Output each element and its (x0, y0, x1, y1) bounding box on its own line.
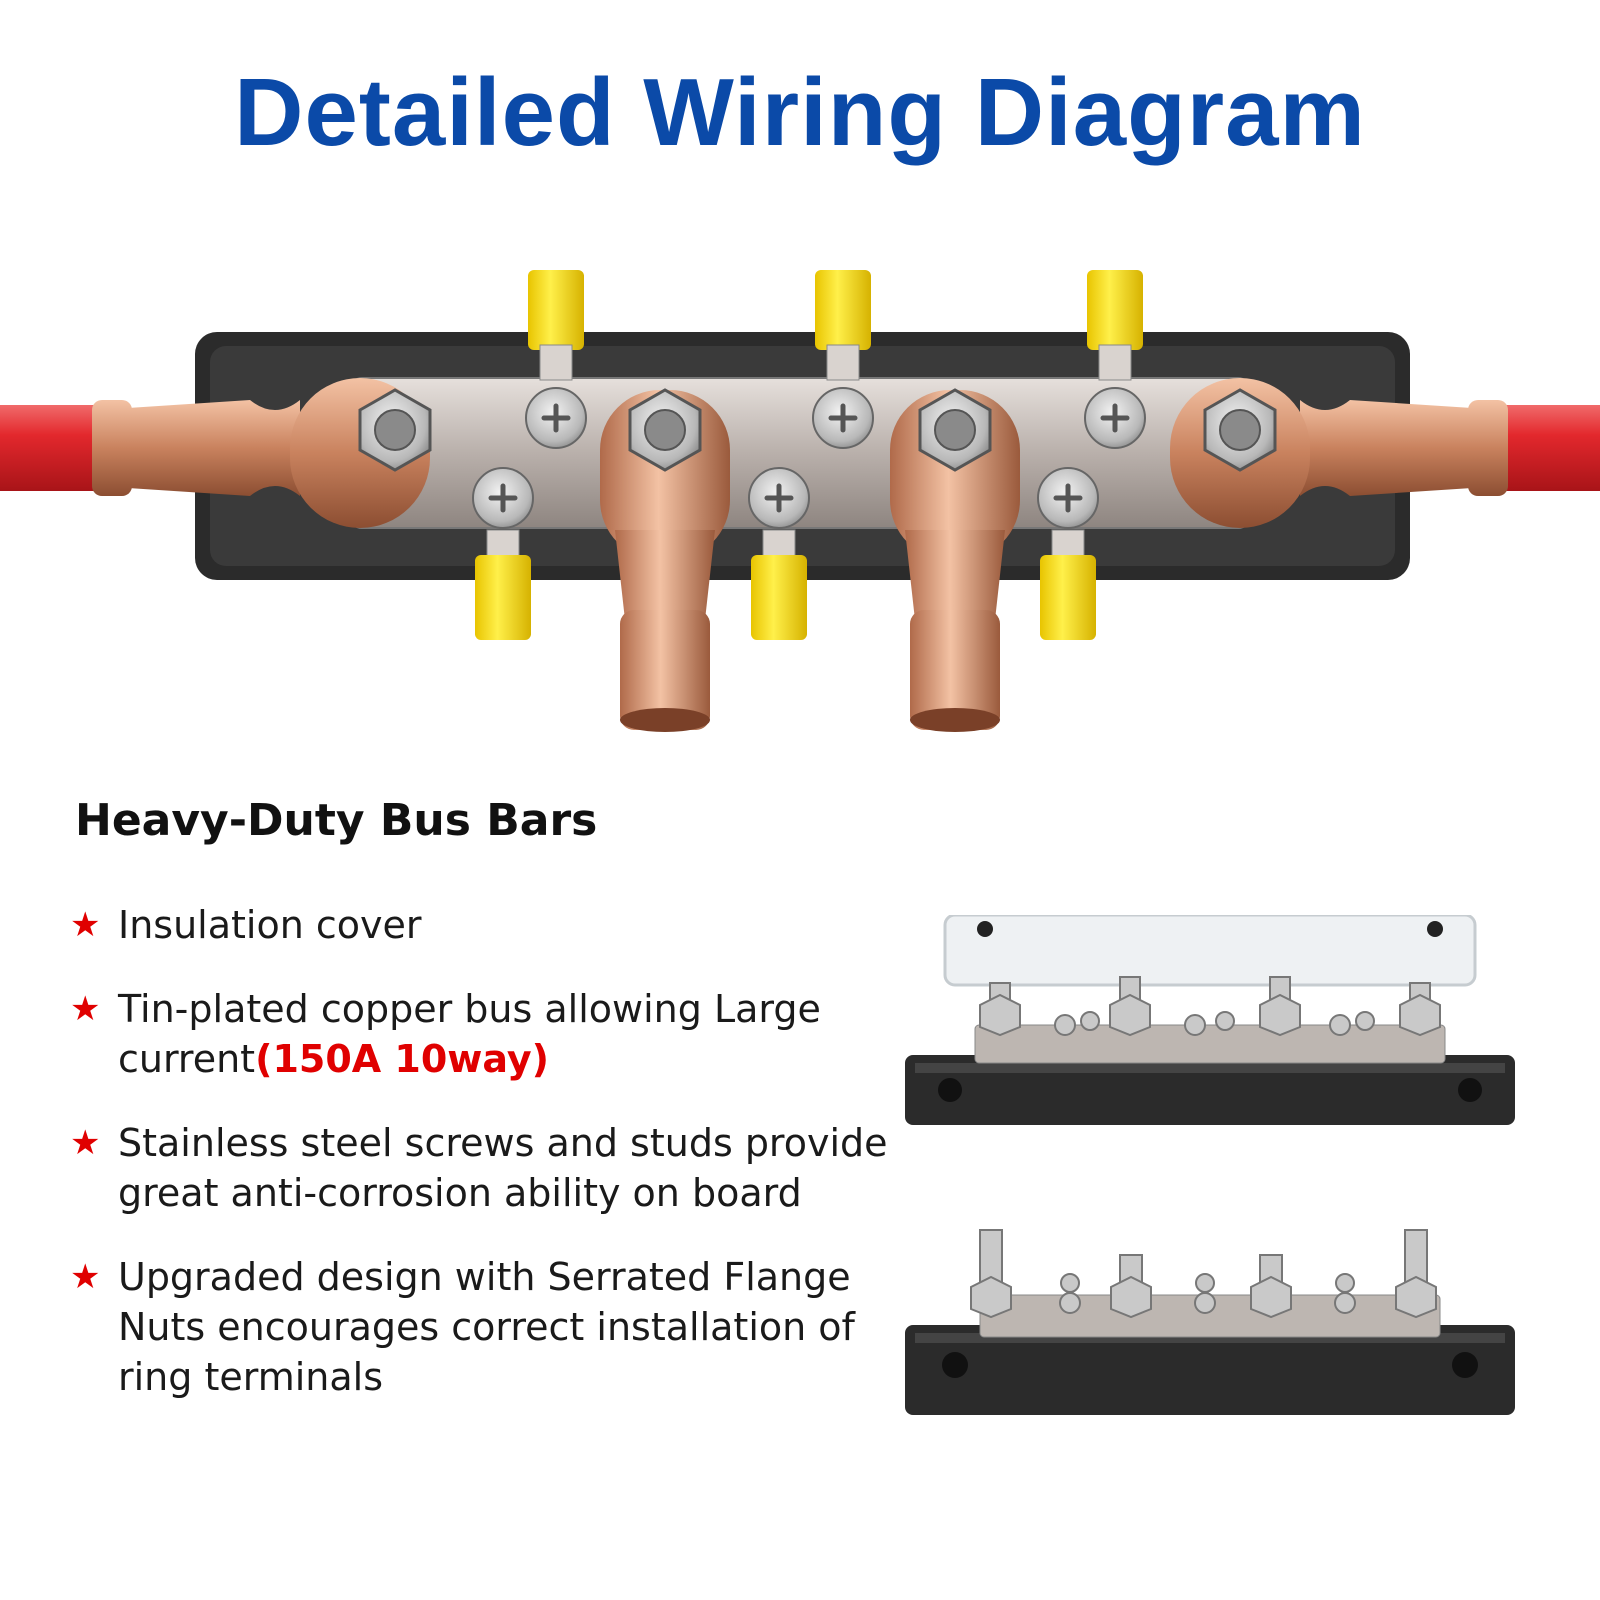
top-terminal (528, 270, 584, 381)
bottom-terminal (475, 529, 531, 640)
star-icon: ★ (70, 905, 101, 945)
wiring-diagram (0, 270, 1600, 732)
page-title: Detailed Wiring Diagram (234, 59, 1366, 166)
right-cable (1490, 405, 1600, 491)
feature-item: ★ Upgraded design with Serrated Flange N… (70, 1252, 890, 1402)
section-heading: Heavy-Duty Bus Bars (75, 795, 598, 846)
bottom-terminal (1040, 529, 1096, 640)
star-icon: ★ (70, 1257, 101, 1297)
feature-item: ★ Tin-plated copper bus allowing Large c… (70, 984, 890, 1084)
busbar-without-cover-image (905, 1229, 1515, 1415)
feature-text: Upgraded design with Serrated Flange Nut… (118, 1255, 855, 1399)
feature-text: Tin-plated copper bus allowing Large cur… (118, 987, 821, 1081)
copper-lug-left (92, 378, 430, 528)
feature-item: ★ Stainless steel screws and studs provi… (70, 1118, 890, 1218)
left-cable (0, 405, 110, 491)
top-terminal (815, 270, 871, 381)
busbar-with-cover-image (905, 915, 1515, 1125)
star-icon: ★ (70, 989, 101, 1029)
top-terminal (1087, 270, 1143, 381)
feature-text: Insulation cover (118, 903, 422, 947)
feature-text: Stainless steel screws and studs provide… (118, 1121, 888, 1215)
star-icon: ★ (70, 1123, 101, 1163)
feature-list: ★ Insulation cover ★ Tin-plated copper b… (70, 900, 890, 1436)
current-rating: (150A 10way) (255, 1037, 550, 1081)
feature-item: ★ Insulation cover (70, 900, 890, 950)
bottom-terminal (751, 529, 807, 640)
